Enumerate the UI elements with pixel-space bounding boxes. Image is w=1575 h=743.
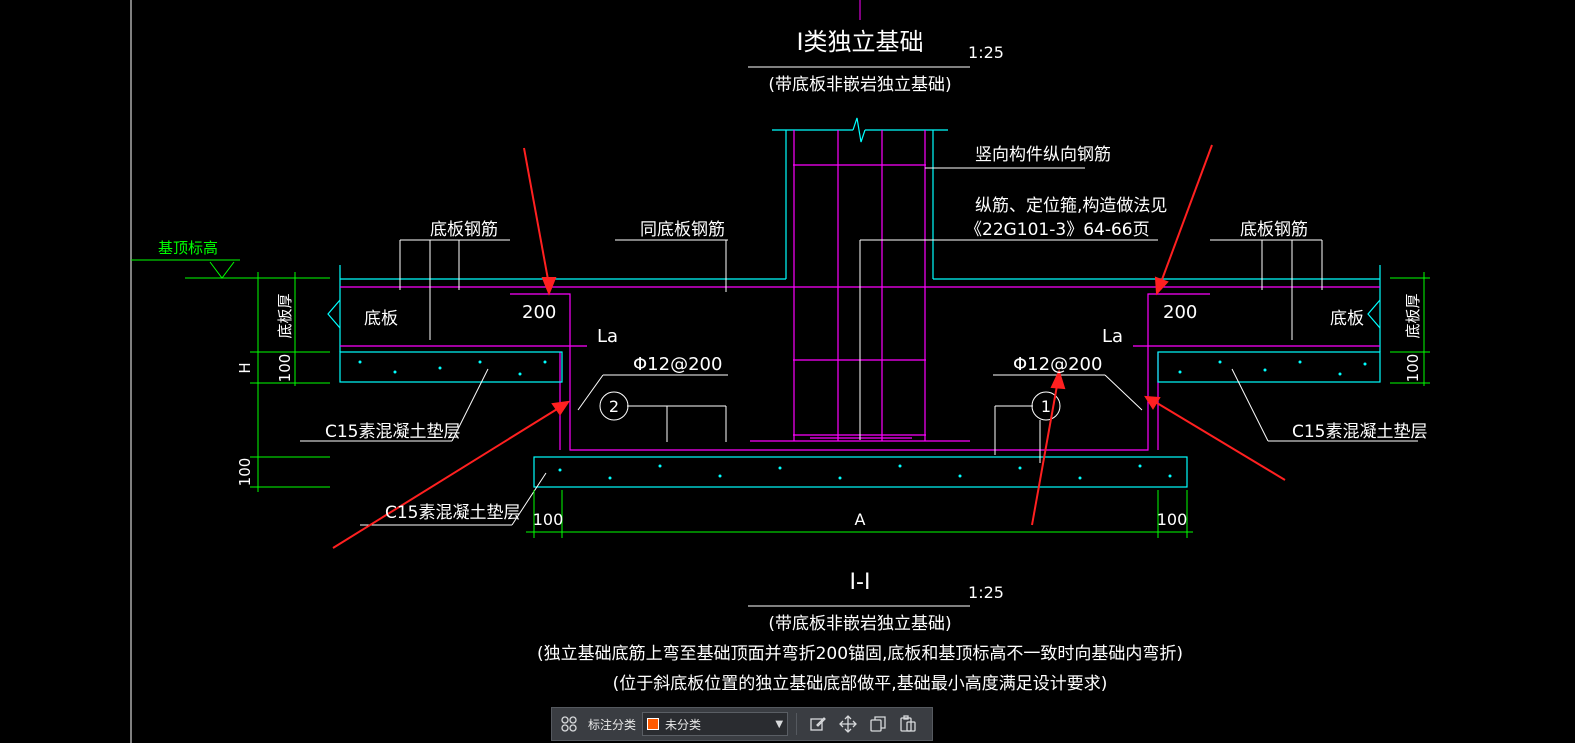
section-subtitle: (带底板非嵌岩独立基础)	[768, 614, 951, 634]
label-slab-right: 底板	[1330, 309, 1364, 329]
category-color-swatch	[647, 718, 660, 730]
leader-lines	[300, 167, 1418, 607]
paste-icon[interactable]	[895, 711, 921, 737]
dim-bottom-100-right: 100	[1157, 510, 1188, 529]
section-label: I-I	[850, 570, 871, 595]
label-base-rebar-right: 底板钢筋	[1240, 220, 1308, 240]
category-select[interactable]: 未分类 ▼	[642, 712, 789, 736]
callout-circle-2	[599, 391, 629, 421]
callout-label-1: 1	[1041, 397, 1051, 416]
label-pad-bottom: C15素混凝土垫层	[385, 503, 521, 523]
label-base-rebar-left: 底板钢筋	[430, 220, 498, 240]
concrete-pads	[339, 351, 1381, 488]
callout-circle-1	[1031, 391, 1061, 421]
move-icon[interactable]	[835, 711, 861, 737]
annotation-arrows	[332, 144, 1286, 549]
dim-100-left-1: 100	[276, 354, 294, 383]
title-scale: 1:25	[968, 43, 1004, 62]
rebar-spec-right: Φ12@200	[1013, 354, 1102, 375]
dim-200-right: 200	[1163, 302, 1197, 323]
label-top-elevation: 基顶标高	[158, 239, 218, 257]
dim-200-left: 200	[522, 302, 556, 323]
label-vertical-rebar: 竖向构件纵向钢筋	[975, 145, 1111, 165]
callout-label-2: 2	[609, 397, 619, 416]
label-la-right: La	[1102, 326, 1123, 347]
edit-icon[interactable]	[805, 711, 831, 737]
dim-height: H	[236, 362, 254, 373]
dim-slab-thickness-left: 底板厚	[276, 293, 294, 338]
section-note-2: (位于斜底板位置的独立基础底部做平,基础最小高度满足设计要求)	[613, 674, 1108, 694]
note-line-2: 《22G101-3》64-66页	[965, 220, 1150, 240]
note-line-1: 纵筋、定位箍,构造做法见	[975, 196, 1167, 216]
label-pad-right: C15素混凝土垫层	[1292, 422, 1428, 442]
pad-hatching	[358, 360, 1367, 480]
section-note-1: (独立基础底筋上弯至基础顶面并弯折200锚固,底板和基顶标高不一致时向基础内弯折…	[537, 644, 1183, 664]
dim-bottom-A: A	[855, 510, 866, 529]
drawing-title: I类独立基础	[796, 28, 923, 56]
label-la-left: La	[597, 326, 618, 347]
drawing-subtitle: (带底板非嵌岩独立基础)	[768, 75, 951, 95]
toolbar-divider	[796, 713, 798, 735]
chevron-down-icon: ▼	[775, 718, 784, 730]
category-value: 未分类	[665, 717, 702, 732]
category-label: 标注分类	[588, 717, 637, 732]
label-pad-left: C15素混凝土垫层	[325, 422, 461, 442]
dimension-lines	[131, 259, 1430, 538]
section-scale: 1:25	[968, 583, 1004, 602]
rebar-spec-left: Φ12@200	[633, 354, 722, 375]
dim-100-right-1: 100	[1404, 354, 1422, 383]
annotation-toolbar: 标注分类 未分类 ▼	[551, 707, 933, 741]
grid-icon[interactable]	[556, 711, 582, 737]
column-outline	[327, 117, 1381, 352]
dim-100-left-2: 100	[236, 458, 254, 487]
dim-bottom-100-left: 100	[533, 510, 564, 529]
copy-icon[interactable]	[865, 711, 891, 737]
label-slab-left: 底板	[364, 309, 398, 329]
label-same-base-rebar: 同底板钢筋	[640, 220, 725, 240]
dim-slab-thickness-right: 底板厚	[1404, 293, 1422, 338]
